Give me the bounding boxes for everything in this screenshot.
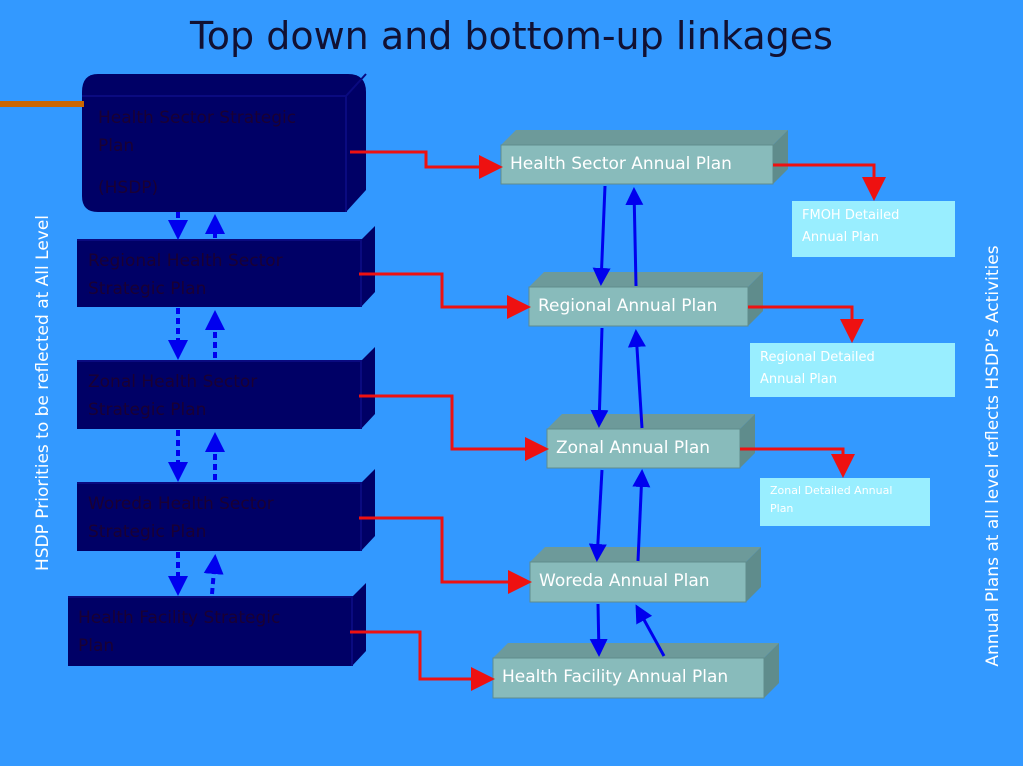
strategic-plan-woreda-line2: Strategic Plan	[88, 522, 207, 542]
strategic-plan-woreda: Woreda Health Sector Strategic Plan	[88, 490, 274, 546]
strategic-plan-woreda-line1: Woreda Health Sector	[88, 494, 274, 514]
detail-arrow-fmoh	[773, 163, 886, 201]
detail-box-fmoh-line2: Annual Plan	[802, 230, 879, 245]
detail-box-regional: Regional Detailed Annual Plan	[750, 343, 955, 397]
detail-box-zonal-line2: Plan	[770, 502, 794, 515]
flow-up-3	[632, 469, 651, 562]
flow-down-4	[589, 603, 608, 657]
strategic-plan-regional-line1: Regional Health Sector	[88, 251, 283, 271]
annual-plan-regional: Regional Annual Plan	[538, 296, 718, 316]
diagram-canvas	[68, 73, 886, 699]
detail-box-zonal-line1: Zonal Detailed Annual	[770, 484, 893, 497]
annual-plan-facility: Health Facility Annual Plan	[502, 667, 729, 687]
strategic-plan-zonal-line1: Zonal Health Sector	[88, 372, 258, 392]
strategic-box-hsdp	[82, 73, 367, 212]
flow-down-3	[588, 469, 607, 562]
strategic-plan-facility-line1: Health Facility Strategic	[78, 608, 281, 628]
strategic-plan-facility-line2: Plan	[78, 636, 115, 656]
strategic-plan-regional: Regional Health Sector Strategic Plan	[88, 247, 283, 303]
right-vertical-label: Annual Plans at all level reflects HSDP’…	[983, 245, 1003, 667]
annual-box-facility	[492, 643, 779, 699]
slide: Top down and bottom-up linkages HSDP Pri…	[0, 14, 1003, 699]
link-arrow-hsdp	[350, 150, 503, 179]
strategic-box-regional	[77, 226, 375, 307]
detail-box-zonal: Zonal Detailed Annual Plan	[760, 478, 930, 526]
strategic-plan-facility: Health Facility Strategic Plan	[78, 604, 280, 660]
strategic-plan-zonal-line2: Strategic Plan	[88, 400, 207, 420]
flow-up-2	[627, 329, 646, 429]
strategic-plan-hsdp: Health Sector Strategic Plan (HSDP)	[98, 104, 296, 202]
link-arrow-woreda	[359, 516, 532, 594]
accent-bar	[0, 101, 84, 107]
detail-arrow-regional	[748, 305, 864, 343]
link-arrow-zonal	[359, 394, 549, 461]
strategic-plan-regional-line2: Strategic Plan	[88, 279, 207, 299]
flow-up-1	[625, 187, 644, 287]
strategic-plan-hsdp-line3: (HSDP)	[98, 178, 159, 198]
annual-plan-health-sector: Health Sector Annual Plan	[510, 154, 732, 174]
link-arrow-facility	[350, 630, 495, 691]
strategic-box-zonal	[77, 347, 375, 429]
detail-box-regional-line1: Regional Detailed	[760, 350, 875, 365]
detail-box-fmoh: FMOH Detailed Annual Plan	[792, 201, 955, 257]
strategic-plan-hsdp-line1: Health Sector Strategic	[98, 108, 297, 128]
strategic-plan-hsdp-line2: Plan	[98, 136, 135, 156]
detail-arrow-zonal	[740, 447, 855, 478]
link-arrow-regional	[359, 272, 531, 319]
left-vertical-label: HSDP Priorities to be reflected at All L…	[33, 214, 53, 572]
strategic-box-woreda	[77, 469, 375, 551]
detail-box-fmoh-line1: FMOH Detailed	[802, 208, 900, 223]
detail-box-regional-line2: Annual Plan	[760, 372, 837, 387]
flow-up-4	[635, 604, 666, 657]
annual-box-health-sector	[500, 130, 788, 185]
slide-title: Top down and bottom-up linkages	[190, 14, 833, 58]
flow-down-1	[592, 185, 611, 286]
annual-plan-zonal: Zonal Annual Plan	[556, 438, 711, 458]
dash-up-4	[203, 554, 224, 595]
flow-down-2	[590, 327, 609, 428]
annual-box-woreda	[529, 547, 761, 603]
strategic-plan-zonal: Zonal Health Sector Strategic Plan	[88, 368, 257, 424]
annual-plan-woreda: Woreda Annual Plan	[539, 571, 710, 591]
strategic-box-facility	[68, 583, 366, 666]
